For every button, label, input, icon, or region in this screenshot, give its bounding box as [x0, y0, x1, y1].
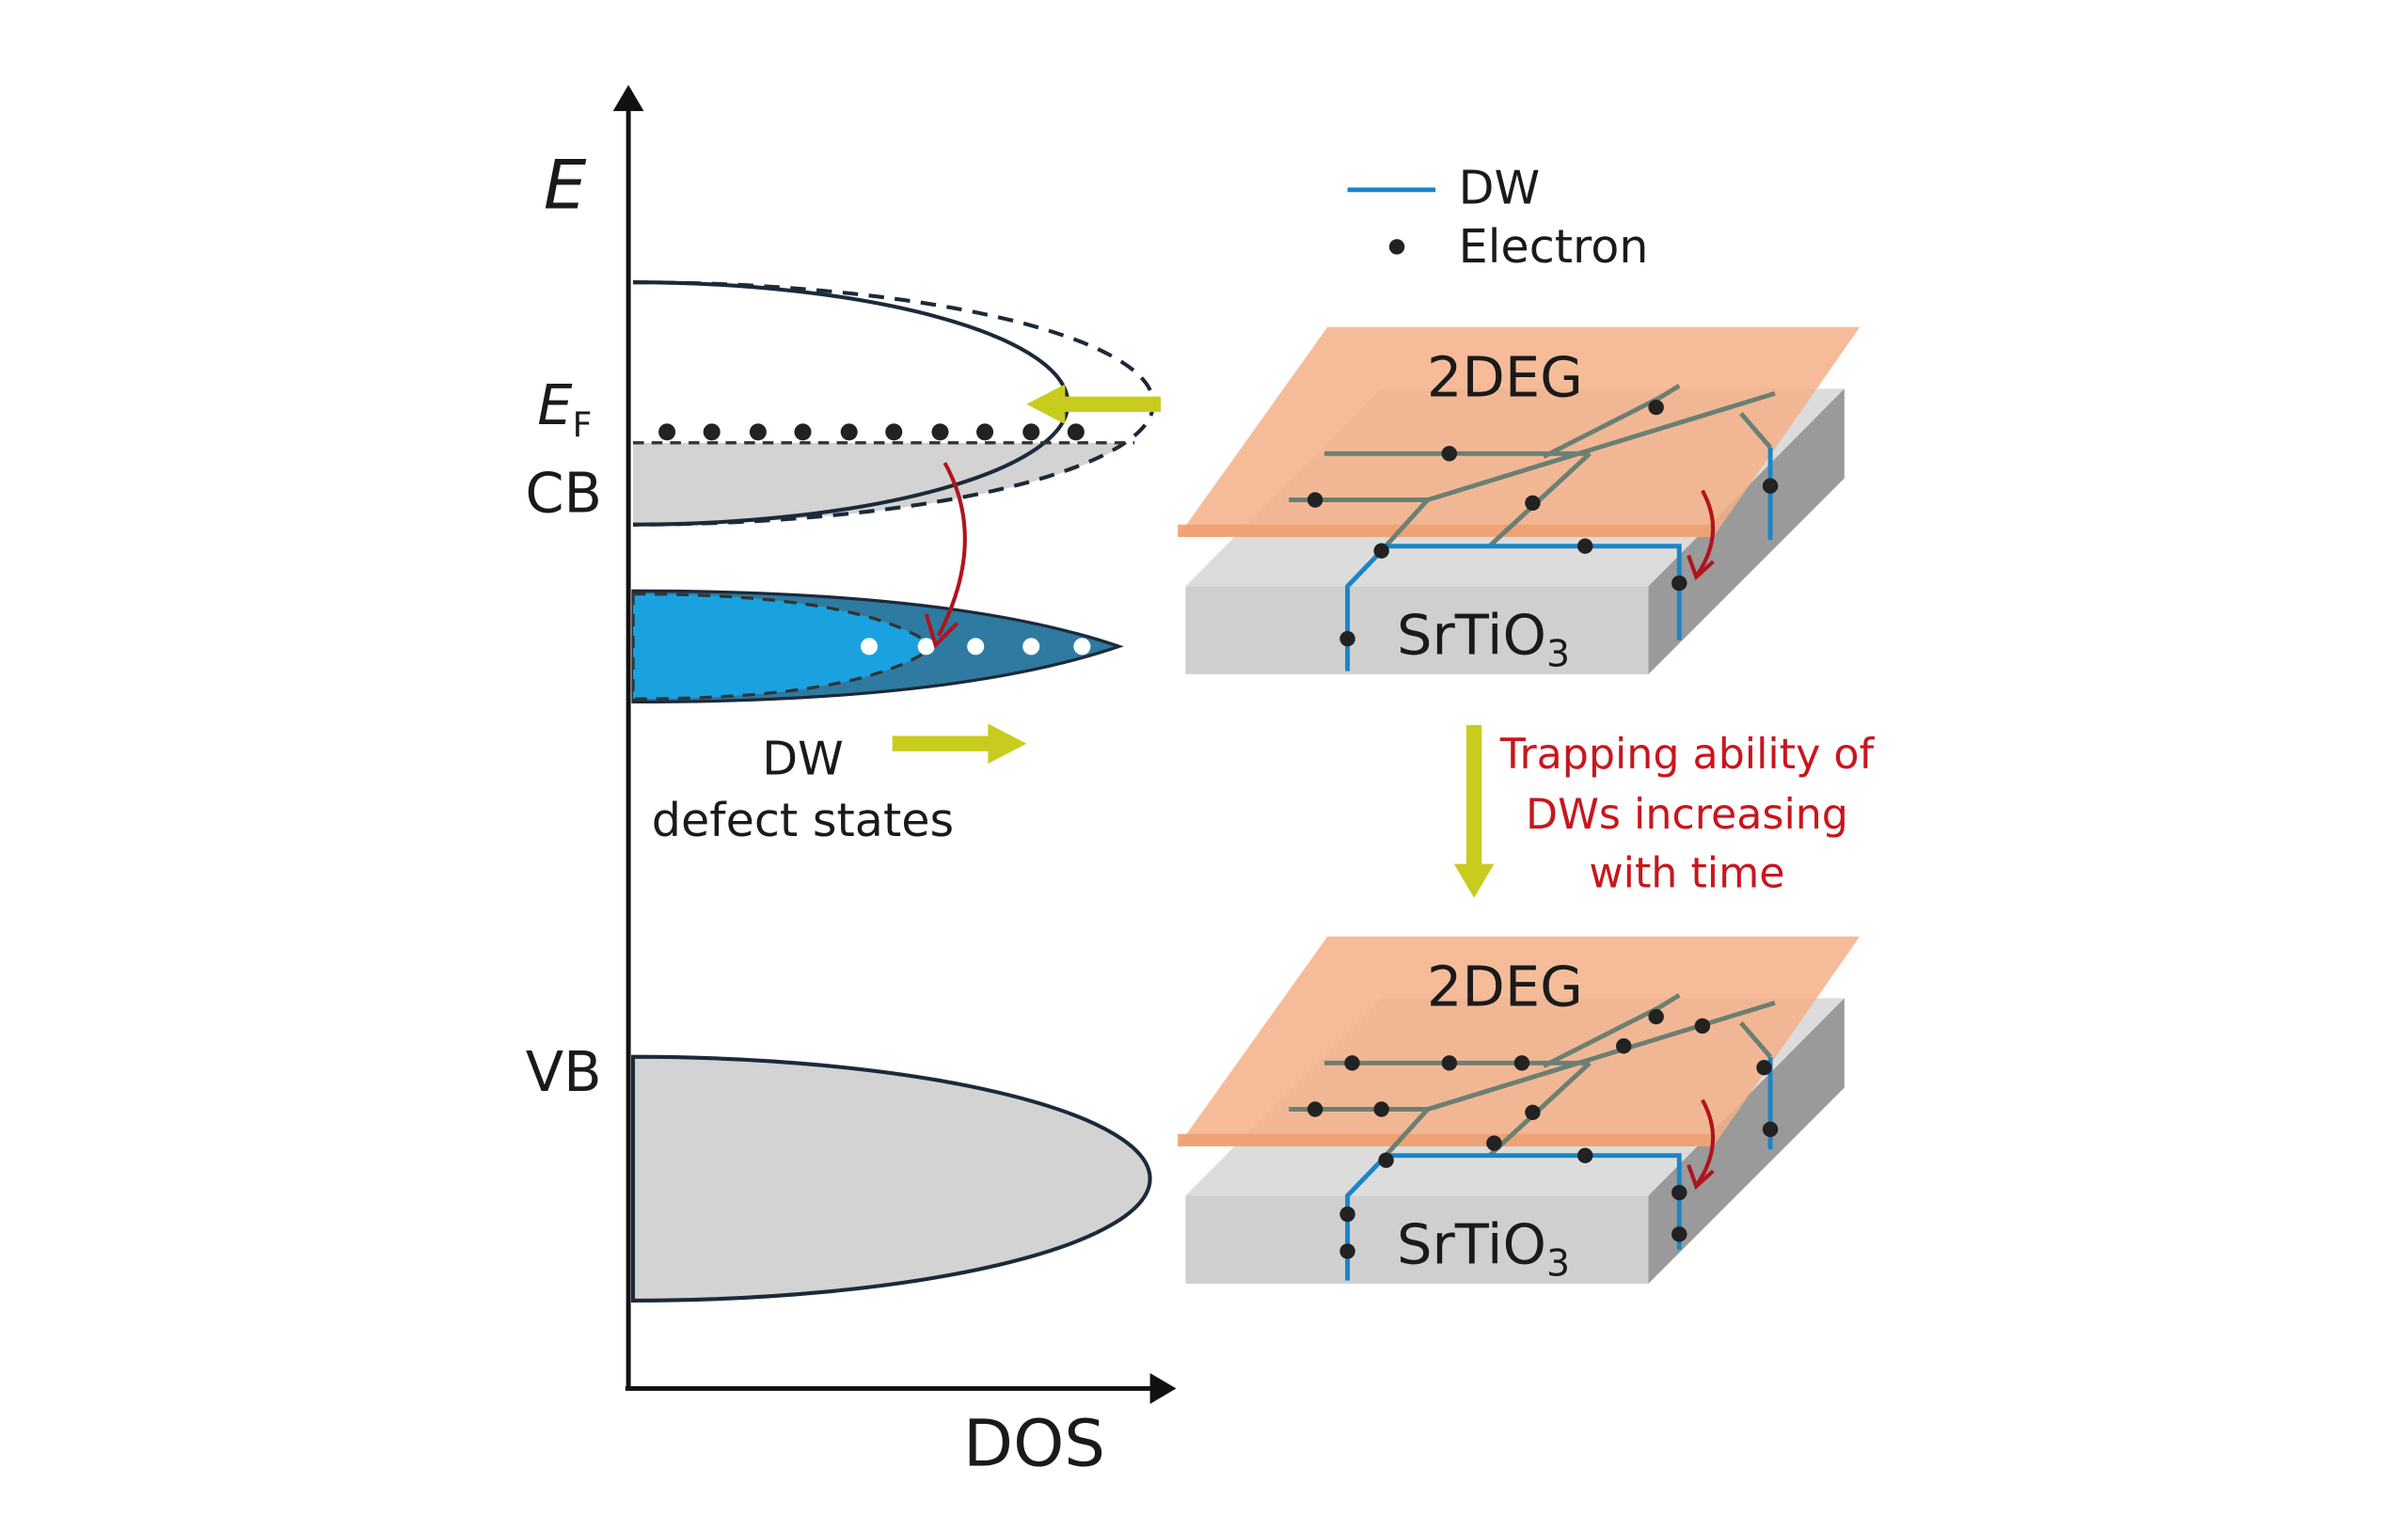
- sample-block-later: 2DEG SrTiO3: [1178, 936, 1861, 1286]
- dos-axis-label: DOS: [963, 1406, 1105, 1481]
- substrate-front-face: [1185, 586, 1649, 674]
- 2deg-layer: [1178, 326, 1861, 537]
- legend-electron-dot: [1388, 239, 1405, 255]
- sample-block-initial: 2DEG SrTiO3: [1178, 326, 1861, 676]
- 2deg-layer: [1178, 936, 1861, 1146]
- energy-axis-arrow: [612, 85, 644, 112]
- dw-label: DW: [762, 732, 844, 786]
- vb-band: [630, 1054, 1152, 1303]
- fermi-electrons: [658, 423, 1085, 441]
- dw-holes: [860, 638, 1091, 655]
- red-arrow-head: [1687, 1163, 1715, 1191]
- substrate-front-face: [1185, 1195, 1649, 1284]
- legend-electron-label: Electron: [1459, 219, 1649, 274]
- fermi-label: EF: [537, 372, 592, 445]
- 2deg-label: 2DEG: [1427, 345, 1583, 410]
- 2deg-layer-edge: [1178, 1133, 1714, 1146]
- cb-filled-states: [633, 442, 1127, 525]
- caption-line-2: DWs increasing: [1526, 791, 1848, 839]
- caption-line-1: Trapping ability of: [1499, 731, 1876, 779]
- energy-diagram: DW defect states E DOS EF CB VB: [525, 85, 1177, 1481]
- srtio3-label: SrTiO3: [1397, 1212, 1570, 1286]
- trapped-electrons: [1307, 1008, 1779, 1259]
- trapped-electrons: [1307, 399, 1779, 647]
- energy-axis-label: E: [544, 146, 587, 225]
- red-trapping-arrow: [937, 462, 967, 637]
- substrate-right-face: [1648, 388, 1845, 674]
- substrate-right-face: [1648, 998, 1845, 1284]
- cb-label: CB: [525, 461, 602, 526]
- 2deg-label: 2DEG: [1427, 955, 1583, 1019]
- 2deg-layer-edge: [1178, 524, 1714, 537]
- yellow-arrow-left: [1026, 384, 1162, 425]
- red-curved-arrow: [1696, 1098, 1715, 1185]
- srtio3-label: SrTiO3: [1397, 603, 1570, 676]
- red-arrow-head: [1687, 554, 1715, 581]
- defect-states-label: defect states: [652, 793, 954, 847]
- yellow-arrow-right: [892, 723, 1027, 765]
- red-curved-arrow: [1696, 489, 1715, 576]
- caption-line-3: with time: [1589, 849, 1784, 897]
- legend: DW Electron: [1347, 161, 1649, 274]
- dos-axis-arrow: [1149, 1373, 1177, 1404]
- vb-label: VB: [526, 1039, 602, 1104]
- time-arrow: [1453, 725, 1495, 898]
- red-arrow-head: [924, 613, 958, 649]
- legend-dw-label: DW: [1459, 161, 1541, 215]
